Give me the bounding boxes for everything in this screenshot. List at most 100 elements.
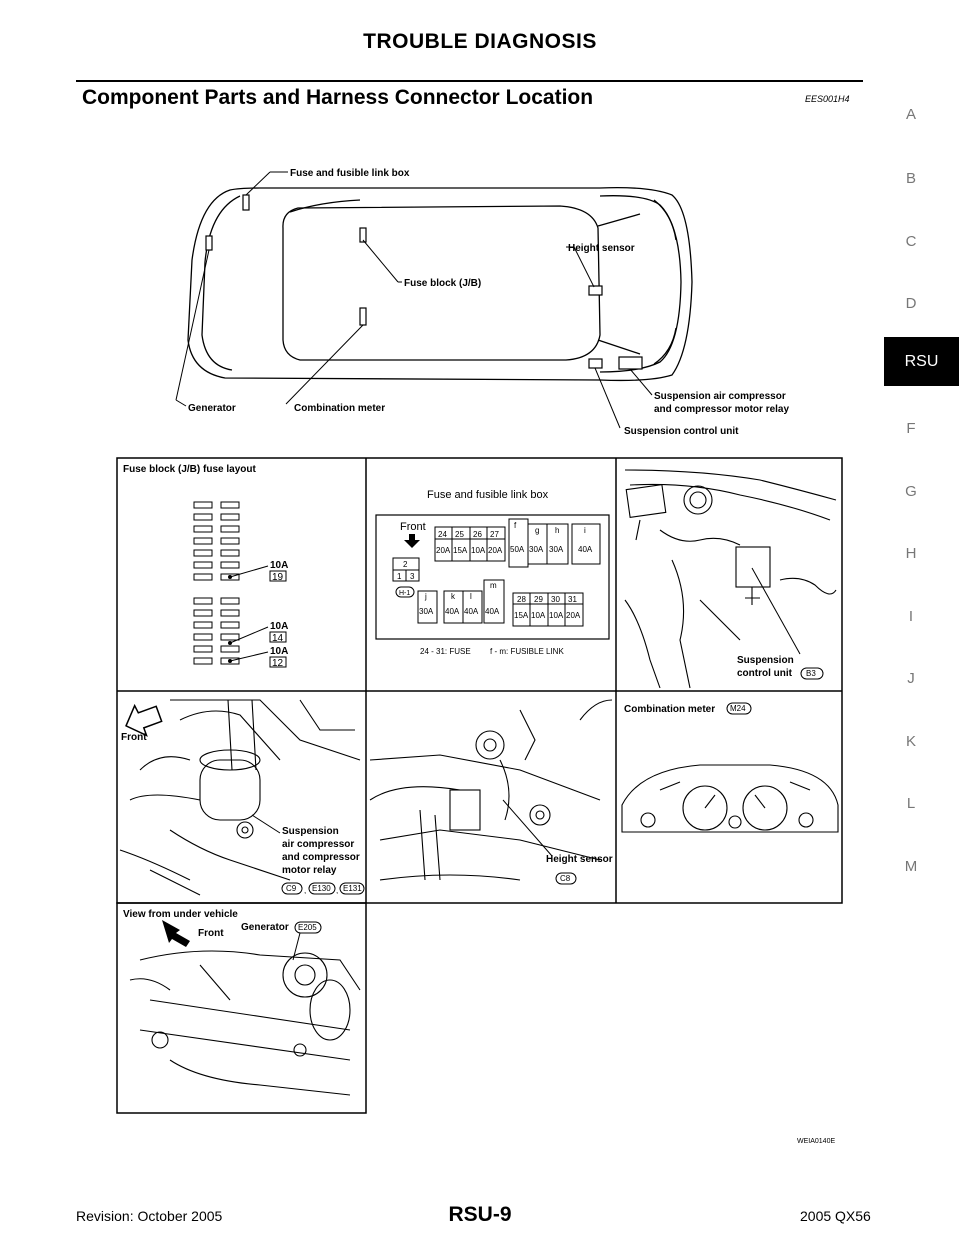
vehicle-leader-lines — [175, 171, 653, 429]
side-tab-rsu[interactable]: RSU — [884, 337, 959, 386]
fuse-28-amp: 15A — [514, 611, 529, 620]
side-index-h[interactable]: H — [905, 545, 917, 562]
connector-e130-badge — [308, 882, 336, 895]
fuse-27: 27 — [490, 530, 499, 539]
fuse-19-box — [269, 570, 287, 582]
fuse-block-grid — [193, 501, 240, 665]
section-title: Component Parts and Harness Connector Lo… — [82, 86, 594, 109]
fuse-25: 25 — [455, 530, 464, 539]
height-sensor-label: Height sensor — [546, 854, 613, 865]
fuse-26: 26 — [473, 530, 482, 539]
link-j: j — [424, 592, 427, 601]
side-index-g[interactable]: G — [905, 483, 917, 500]
fuse-link-box-title: Fuse and fusible link box — [427, 489, 549, 501]
compressor-illustration — [119, 699, 361, 896]
h1-connector: H-1 — [399, 590, 410, 597]
footer-model: 2005 QX56 — [800, 1208, 871, 1224]
generator-panel-title: View from under vehicle — [123, 909, 238, 920]
control-unit-label-line1: Suspension — [737, 655, 794, 666]
connector-c8: C8 — [560, 874, 571, 883]
control-unit-illustration — [624, 469, 837, 689]
side-index-a[interactable]: A — [905, 106, 916, 123]
link-k-amp: 40A — [445, 607, 460, 616]
fuse-14-box — [269, 631, 287, 643]
fuse-19-num: 19 — [272, 572, 284, 583]
footer-page-number: RSU-9 — [448, 1203, 512, 1226]
connector-e131: E131 — [343, 884, 362, 893]
fuse-29-amp: 10A — [531, 611, 546, 620]
callout-generator: Generator — [188, 403, 236, 414]
side-index-j[interactable]: J — [907, 670, 915, 687]
front-arrow-icon — [162, 920, 190, 947]
combination-meter-illustration — [621, 764, 839, 833]
fuse-31-amp: 20A — [566, 611, 581, 620]
compressor-label-line2: air compressor — [282, 839, 354, 850]
relay-1: 1 — [397, 572, 402, 581]
generator-illustration — [129, 950, 361, 1096]
fuse-12-box — [269, 656, 287, 668]
fuse-block-layout-title: Fuse block (J/B) fuse layout — [123, 464, 256, 475]
bottom-fuse-row — [512, 592, 584, 627]
fuse-31: 31 — [568, 595, 577, 604]
control-unit-label-line2: control unit — [737, 668, 793, 679]
fuse-pointer-lines — [228, 565, 269, 663]
vehicle-component-markers — [205, 194, 643, 370]
callout-control-unit: Suspension control unit — [624, 426, 739, 437]
fuse-27-amp: 20A — [488, 546, 503, 555]
connector-separator: , — [304, 886, 306, 895]
link-l-amp: 40A — [464, 607, 479, 616]
callout-height-sensor: Height sensor — [568, 243, 635, 254]
connector-separator: , — [336, 886, 338, 895]
vehicle-outline — [187, 187, 693, 382]
connector-m24: M24 — [730, 704, 746, 713]
fuse-14-num: 14 — [272, 633, 284, 644]
compressor-pointer — [251, 814, 281, 834]
side-index-k[interactable]: K — [905, 733, 916, 750]
generator-front-label: Front — [198, 928, 224, 939]
side-index-d[interactable]: D — [905, 295, 917, 312]
compressor-label-line4: motor relay — [282, 865, 337, 876]
side-index-f[interactable]: F — [906, 420, 916, 437]
fuse-30: 30 — [551, 595, 560, 604]
callout-compressor-line2: and compressor motor relay — [654, 404, 789, 415]
connector-m24-badge — [726, 702, 752, 715]
callout-fuse-block: Fuse block (J/B) — [404, 278, 481, 289]
figure-id: WEIA0140E — [797, 1138, 836, 1145]
panel-grid — [116, 457, 843, 1114]
link-i: i — [584, 526, 586, 535]
compressor-label-line1: Suspension — [282, 826, 339, 837]
height-sensor-illustration — [369, 699, 613, 881]
callout-compressor-line1: Suspension air compressor — [654, 391, 786, 402]
fuse-24-amp: 20A — [436, 546, 451, 555]
callout-fuse-link-box: Fuse and fusible link box — [290, 168, 410, 179]
fuse-28: 28 — [517, 595, 526, 604]
fuse-12-num: 12 — [272, 658, 284, 669]
link-m: m — [490, 581, 497, 590]
connector-b3: B3 — [806, 669, 816, 678]
mid-link-row — [417, 579, 505, 624]
connector-e205: E205 — [298, 923, 317, 932]
connector-e205-badge — [294, 921, 322, 934]
connector-c9: C9 — [286, 884, 297, 893]
side-index-i[interactable]: I — [908, 608, 914, 625]
side-index-l[interactable]: L — [906, 795, 916, 812]
fuse-14-amp: 10A — [270, 621, 288, 632]
side-index-b[interactable]: B — [905, 170, 916, 187]
callout-combination-meter: Combination meter — [294, 403, 385, 414]
compressor-label-line3: and compressor — [282, 852, 360, 863]
link-g: g — [535, 526, 539, 535]
compressor-front-label: Front — [121, 732, 147, 743]
fuse-30-amp: 10A — [549, 611, 564, 620]
height-sensor-pointer — [502, 799, 553, 857]
fuse-12-amp: 10A — [270, 646, 288, 657]
header-rule — [76, 80, 863, 82]
footer-revision: Revision: October 2005 — [76, 1208, 223, 1224]
relay-2: 2 — [403, 560, 408, 569]
small-relay-block — [392, 557, 420, 582]
side-index-m[interactable]: M — [904, 858, 918, 875]
front-arrow-icon — [125, 703, 163, 737]
link-f: f — [514, 521, 517, 530]
fuse-link-box-frame — [375, 514, 610, 640]
fuse-25-amp: 15A — [453, 546, 468, 555]
side-index-c[interactable]: C — [905, 233, 917, 250]
